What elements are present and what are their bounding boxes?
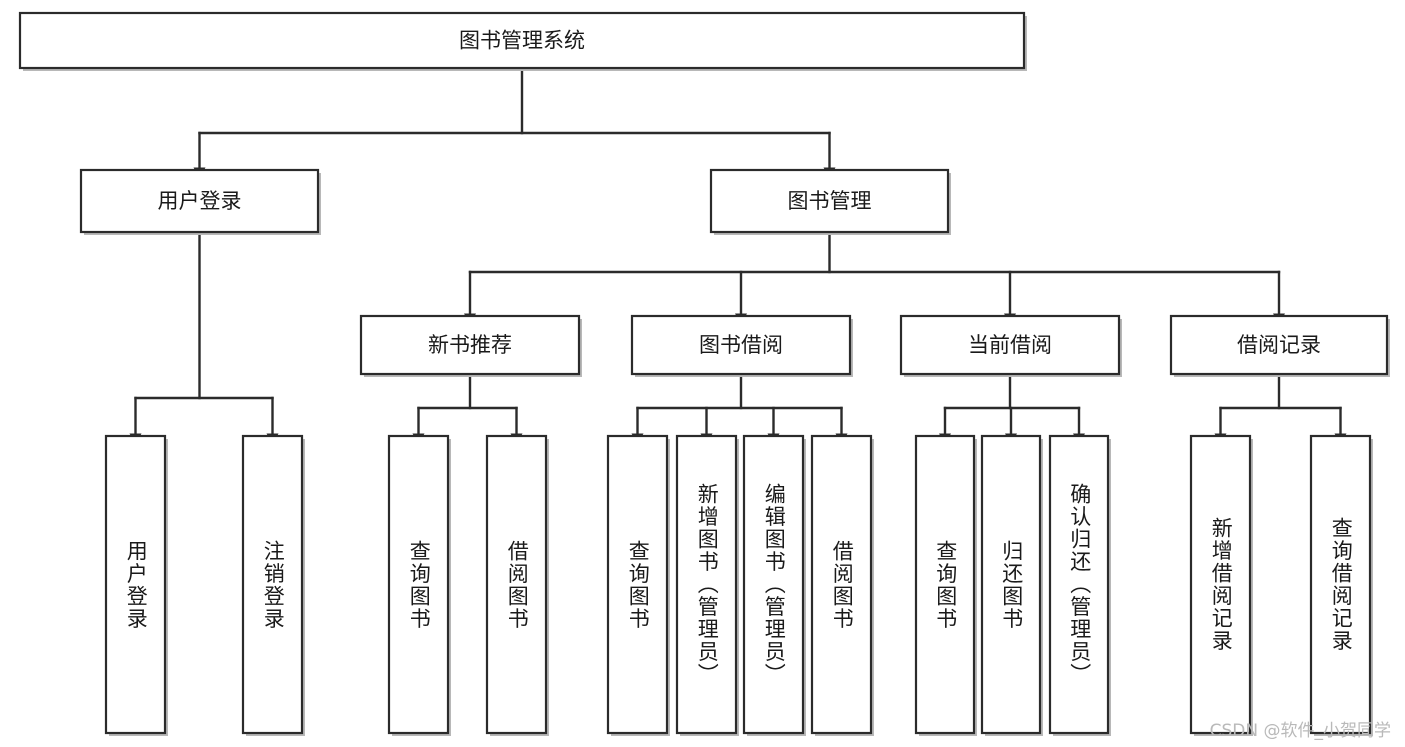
node-leaf-borrow-book-2[interactable] (810, 434, 874, 736)
node-label: 用户登录 (158, 189, 242, 213)
node-leaf-user-login[interactable] (104, 434, 168, 736)
node-label: 新书推荐 (428, 333, 512, 357)
node-borrow-record[interactable]: 借阅记录 (1169, 314, 1390, 377)
node-leaf-borrow-book-1[interactable] (485, 434, 549, 736)
watermark-text: CSDN @软件_小贺同学 (1209, 721, 1391, 741)
node-book-borrow[interactable]: 图书借阅 (630, 314, 853, 377)
node-book-manage[interactable]: 图书管理 (709, 168, 951, 235)
node-leaf-query-record[interactable] (1309, 434, 1373, 736)
node-leaf-confirm-return[interactable] (1048, 434, 1111, 736)
node-current-borrow[interactable]: 当前借阅 (899, 314, 1122, 377)
node-user-login[interactable]: 用户登录 (79, 168, 321, 235)
node-new-book-rec[interactable]: 新书推荐 (359, 314, 582, 377)
node-label: 图书借阅 (699, 333, 783, 357)
connectors-layer (136, 66, 1341, 435)
node-label: 图书管理 (788, 189, 872, 213)
node-leaf-query-book-2[interactable] (606, 434, 670, 736)
node-leaf-edit-book[interactable] (742, 434, 806, 736)
node-leaf-return-book[interactable] (980, 434, 1043, 736)
node-leaf-query-book-3[interactable] (914, 434, 977, 736)
node-leaf-query-book-1[interactable] (387, 434, 451, 736)
node-root[interactable]: 图书管理系统 (18, 11, 1027, 71)
node-label: 图书管理系统 (459, 29, 585, 53)
node-label: 当前借阅 (968, 333, 1052, 357)
node-leaf-add-record[interactable] (1189, 434, 1253, 736)
node-label: 借阅记录 (1237, 333, 1321, 357)
node-leaf-add-book[interactable] (675, 434, 739, 736)
node-leaf-logout[interactable] (241, 434, 305, 736)
